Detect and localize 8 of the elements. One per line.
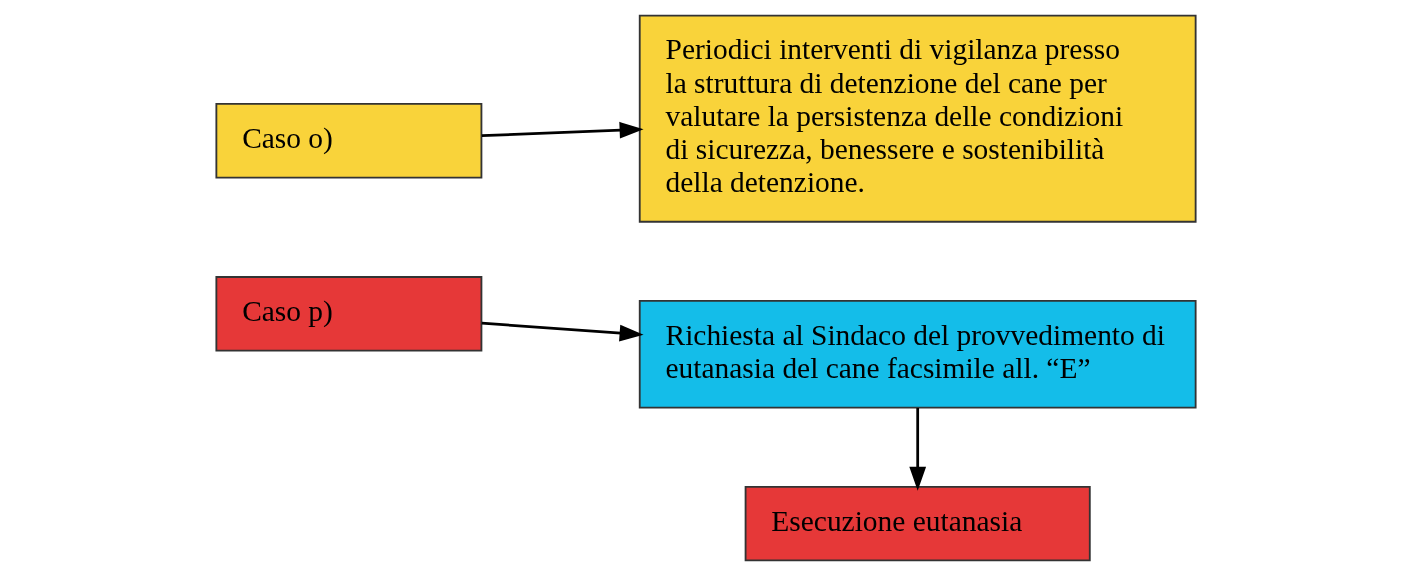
node-box: Caso p) <box>215 276 483 352</box>
node-box: Esecuzione eutanasia <box>744 485 1091 562</box>
arrow <box>909 408 927 491</box>
arrow <box>481 121 644 139</box>
arrow <box>481 321 644 342</box>
node-box: Caso o) <box>215 103 483 179</box>
node-box: Periodici interventi di vigilanza presso la struttura di detenzione del cane per valutare la persistenza delle condizioni di sicurezza, benessere e sostenibilità della detenzione. <box>638 14 1197 223</box>
node-box: Richiesta al Sindaco del provvedimento di eutanasia del cane facsimile all. “E” <box>638 299 1197 409</box>
